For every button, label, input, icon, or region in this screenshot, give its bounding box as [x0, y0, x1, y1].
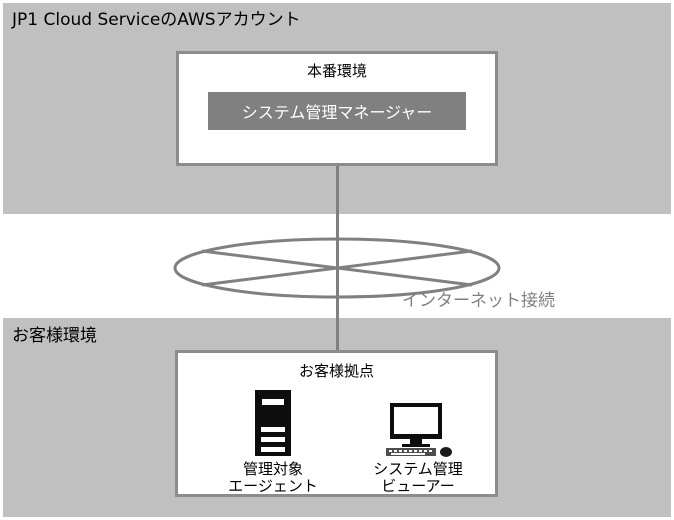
- production-environment-box: 本番環境 システム管理マネージャー: [176, 51, 498, 166]
- desktop-computer-icon: [338, 387, 498, 457]
- internet-connection-line: [336, 165, 339, 350]
- node-managed-agent: 管理対象 エージェント: [193, 387, 353, 495]
- customer-site-title: お客様拠点: [298, 362, 374, 380]
- production-environment-title: 本番環境: [306, 62, 367, 80]
- customer-site-box: お客様拠点 管理対象 エージェント: [175, 350, 498, 497]
- server-tower-icon: [193, 387, 353, 457]
- system-management-manager-component: システム管理マネージャー: [208, 92, 466, 130]
- zone-label-jp1-cloud-service: JP1 Cloud ServiceのAWSアカウント: [12, 10, 301, 30]
- node-managed-agent-label: 管理対象 エージェント: [228, 460, 318, 495]
- zone-label-customer-environment: お客様環境: [12, 326, 97, 346]
- internet-connection-label: インターネット接続: [402, 291, 555, 311]
- network-cloud-icon: [173, 237, 501, 299]
- node-system-management-viewer: システム管理 ビューアー: [338, 387, 498, 495]
- node-system-management-viewer-label: システム管理 ビューアー: [373, 460, 463, 495]
